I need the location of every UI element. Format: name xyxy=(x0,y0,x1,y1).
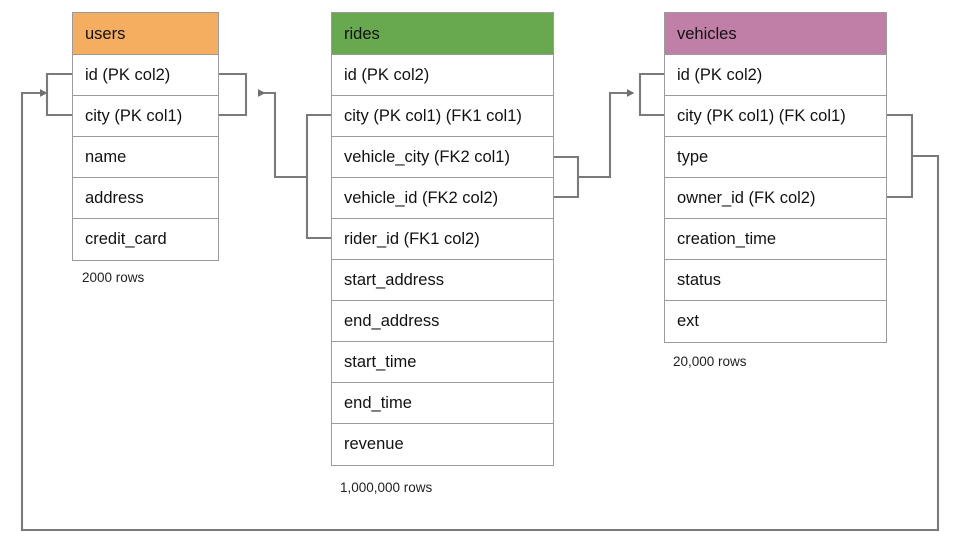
table-rides-row-count: 1,000,000 rows xyxy=(340,480,433,495)
rides-fk2-bracket xyxy=(554,155,580,199)
table-vehicles-row-count: 20,000 rows xyxy=(673,354,747,369)
table-vehicles-column-type[interactable]: type xyxy=(665,137,886,178)
table-rides-column-vehicle-city[interactable]: vehicle_city (FK2 col1) xyxy=(332,137,553,178)
table-users-column-id[interactable]: id (PK col2) xyxy=(73,55,218,96)
table-rides-column-end-address[interactable]: end_address xyxy=(332,301,553,342)
table-users-column-city[interactable]: city (PK col1) xyxy=(73,96,218,137)
table-users-header: users xyxy=(73,13,218,55)
rides-fk1-bracket xyxy=(305,113,331,240)
table-rides[interactable]: rides id (PK col2) city (PK col1) (FK1 c… xyxy=(331,12,554,466)
table-users-column-credit-card[interactable]: credit_card xyxy=(73,219,218,260)
table-rides-column-vehicle-id[interactable]: vehicle_id (FK2 col2) xyxy=(332,178,553,219)
vehicles-fk-bracket xyxy=(887,113,914,199)
table-rides-column-id[interactable]: id (PK col2) xyxy=(332,55,553,96)
table-rides-column-revenue[interactable]: revenue xyxy=(332,424,553,465)
table-vehicles-column-id[interactable]: id (PK col2) xyxy=(665,55,886,96)
table-rides-column-start-address[interactable]: start_address xyxy=(332,260,553,301)
table-users[interactable]: users id (PK col2) city (PK col1) name a… xyxy=(72,12,219,261)
table-users-row-count: 2000 rows xyxy=(82,270,145,285)
table-vehicles[interactable]: vehicles id (PK col2) city (PK col1) (FK… xyxy=(664,12,887,343)
table-users-column-address[interactable]: address xyxy=(73,178,218,219)
table-vehicles-column-status[interactable]: status xyxy=(665,260,886,301)
table-vehicles-column-creation-time[interactable]: creation_time xyxy=(665,219,886,260)
table-rides-column-city[interactable]: city (PK col1) (FK1 col1) xyxy=(332,96,553,137)
table-vehicles-column-ext[interactable]: ext xyxy=(665,301,886,342)
users-right-bracket xyxy=(219,72,248,117)
table-vehicles-column-city[interactable]: city (PK col1) (FK col1) xyxy=(665,96,886,137)
vehicles-left-bracket xyxy=(638,72,664,117)
table-rides-header: rides xyxy=(332,13,553,55)
table-rides-column-rider-id[interactable]: rider_id (FK1 col2) xyxy=(332,219,553,260)
table-users-column-name[interactable]: name xyxy=(73,137,218,178)
table-vehicles-header: vehicles xyxy=(665,13,886,55)
table-rides-column-start-time[interactable]: start_time xyxy=(332,342,553,383)
table-rides-column-end-time[interactable]: end_time xyxy=(332,383,553,424)
rides-to-vehicles-wire xyxy=(578,89,635,179)
users-left-bracket xyxy=(45,72,72,117)
table-vehicles-column-owner-id[interactable]: owner_id (FK col2) xyxy=(665,178,886,219)
rides-to-users-wire xyxy=(258,89,307,179)
